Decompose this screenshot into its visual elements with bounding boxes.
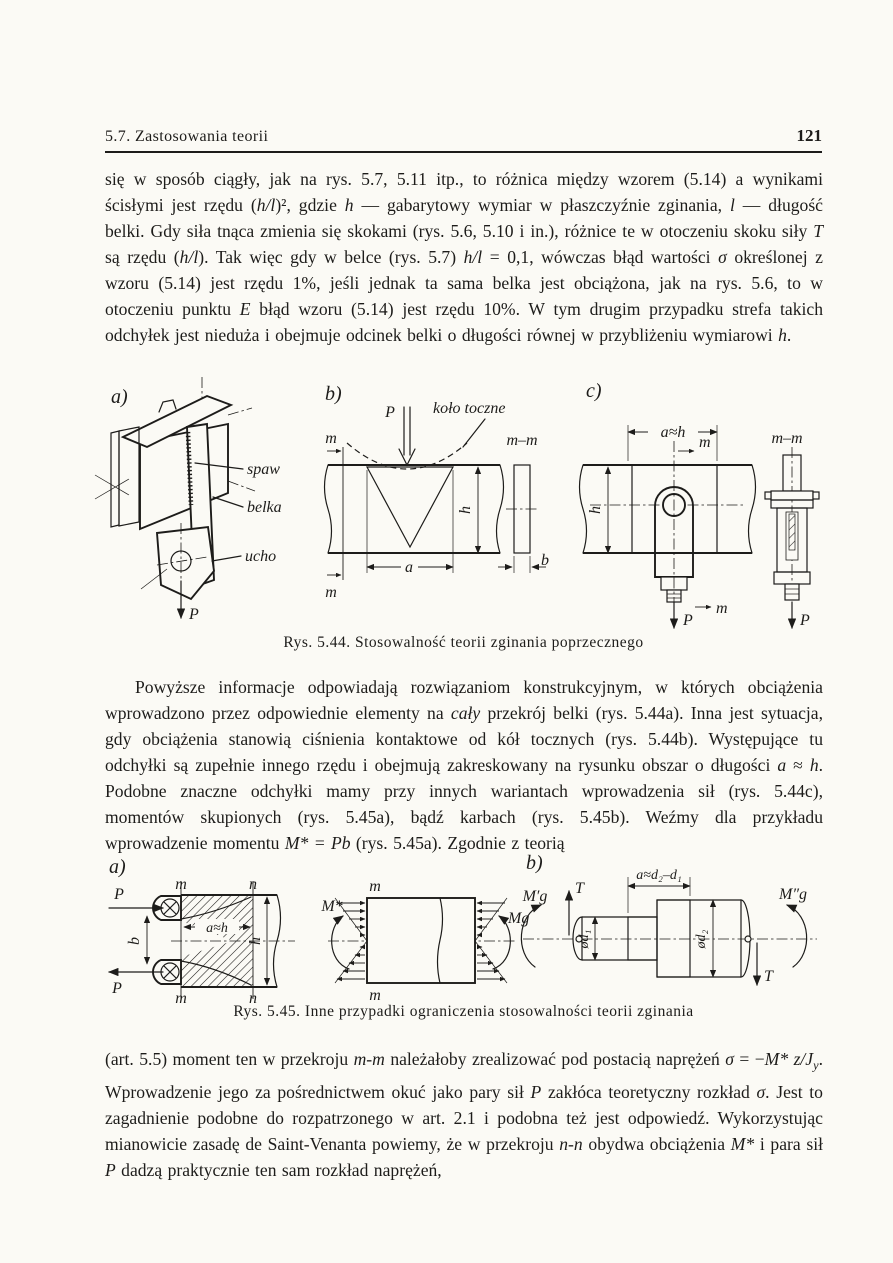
running-head: 5.7. Zastosowania teorii 121 [105,126,822,146]
label-force-p-b: P [384,404,395,421]
fig-5-44a-drawing: a) spaw belka ucho P [94,377,282,623]
label-t-down: T [764,968,774,985]
label-m-top-2: m [175,876,187,893]
label-dim-d1: ød₁ [577,930,592,950]
label-dim-h-c: h [587,506,604,514]
label-mg-right: M″g [778,886,807,903]
label-m-mid-top: m [369,878,381,895]
section-heading: 5.7. Zastosowania teorii [105,128,269,145]
label-m-star: M* [320,898,342,915]
fig-5-44b-drawing: b) P koło toczne m m a h m–m [323,383,549,601]
label-m-mid-bottom: m [369,987,381,1004]
label-spaw: spaw [247,461,280,478]
label-dim-a-approx-h-2: a≈h [206,921,228,936]
label-n-top: n [249,876,257,893]
page-number: 121 [796,126,823,145]
label-kolo-toczne: koło toczne [433,400,505,417]
label-force-p-c: P [682,612,693,629]
subfig-label-b2: b) [526,852,543,874]
label-dim-b-2: b [126,937,143,945]
paragraph-1: się w sposób ciągły, jak na rys. 5.7, 5.… [105,169,823,345]
label-m-top-c: m [699,434,711,451]
paragraph-3: (art. 5.5) moment ten w przekroju m-m na… [105,1049,824,1180]
label-section-mm-b: m–m [506,432,537,449]
figure-5-45: a) a≈h P P b [107,852,817,1007]
label-force-p-a: P [188,606,199,623]
label-belka: belka [247,499,282,516]
subfig-label-a2: a) [109,856,126,878]
label-dim-a: a [405,559,413,576]
label-dim-a-d2-d1: a≈d₂–d₁ [636,868,681,883]
subfig-label-a: a) [111,386,128,408]
paragraph-2: Powyższe informacje odpowiadają rozwiąza… [105,677,824,853]
label-n-bottom: n [249,990,257,1007]
figure-5-44-caption: Rys. 5.44. Stosowalność teorii zginania … [283,634,644,651]
label-force-p-c-section: P [799,612,810,629]
label-m-bottom-b: m [325,584,337,601]
figure-5-45-caption: Rys. 5.45. Inne przypadki ograniczenia s… [233,1003,694,1020]
fig-5-45b-drawing: b) a≈d₂–d₁ ød₁ ød₂ M′g T [520,852,817,987]
label-m-bottom-c: m [716,600,728,617]
label-dim-h-2: h [247,937,264,945]
label-mg-left: M′g [522,888,548,905]
figure-5-44: a) spaw belka ucho P [94,377,820,630]
subfig-label-b: b) [325,383,342,405]
fig-5-45-mid-drawing: m m M* [320,878,529,1004]
label-dim-h-b: h [457,506,474,514]
fig-5-44c-drawing: c) a≈h P m m h m– [578,380,820,630]
label-dim-b: b [541,552,549,569]
label-p-top: P [113,886,124,903]
label-dim-a-approx-h: a≈h [661,424,686,441]
label-m-bottom-2: m [175,990,187,1007]
label-dim-d2: ød₂ [694,929,709,949]
label-p-bottom: P [111,980,122,997]
label-section-mm-c: m–m [771,430,802,447]
header-rule [105,151,822,153]
label-m-top-b: m [325,430,337,447]
label-t-up: T [575,880,585,897]
subfig-label-c: c) [586,380,602,402]
fig-5-45a-drawing: a) a≈h P P b [107,856,295,1007]
label-ucho: ucho [245,548,276,565]
